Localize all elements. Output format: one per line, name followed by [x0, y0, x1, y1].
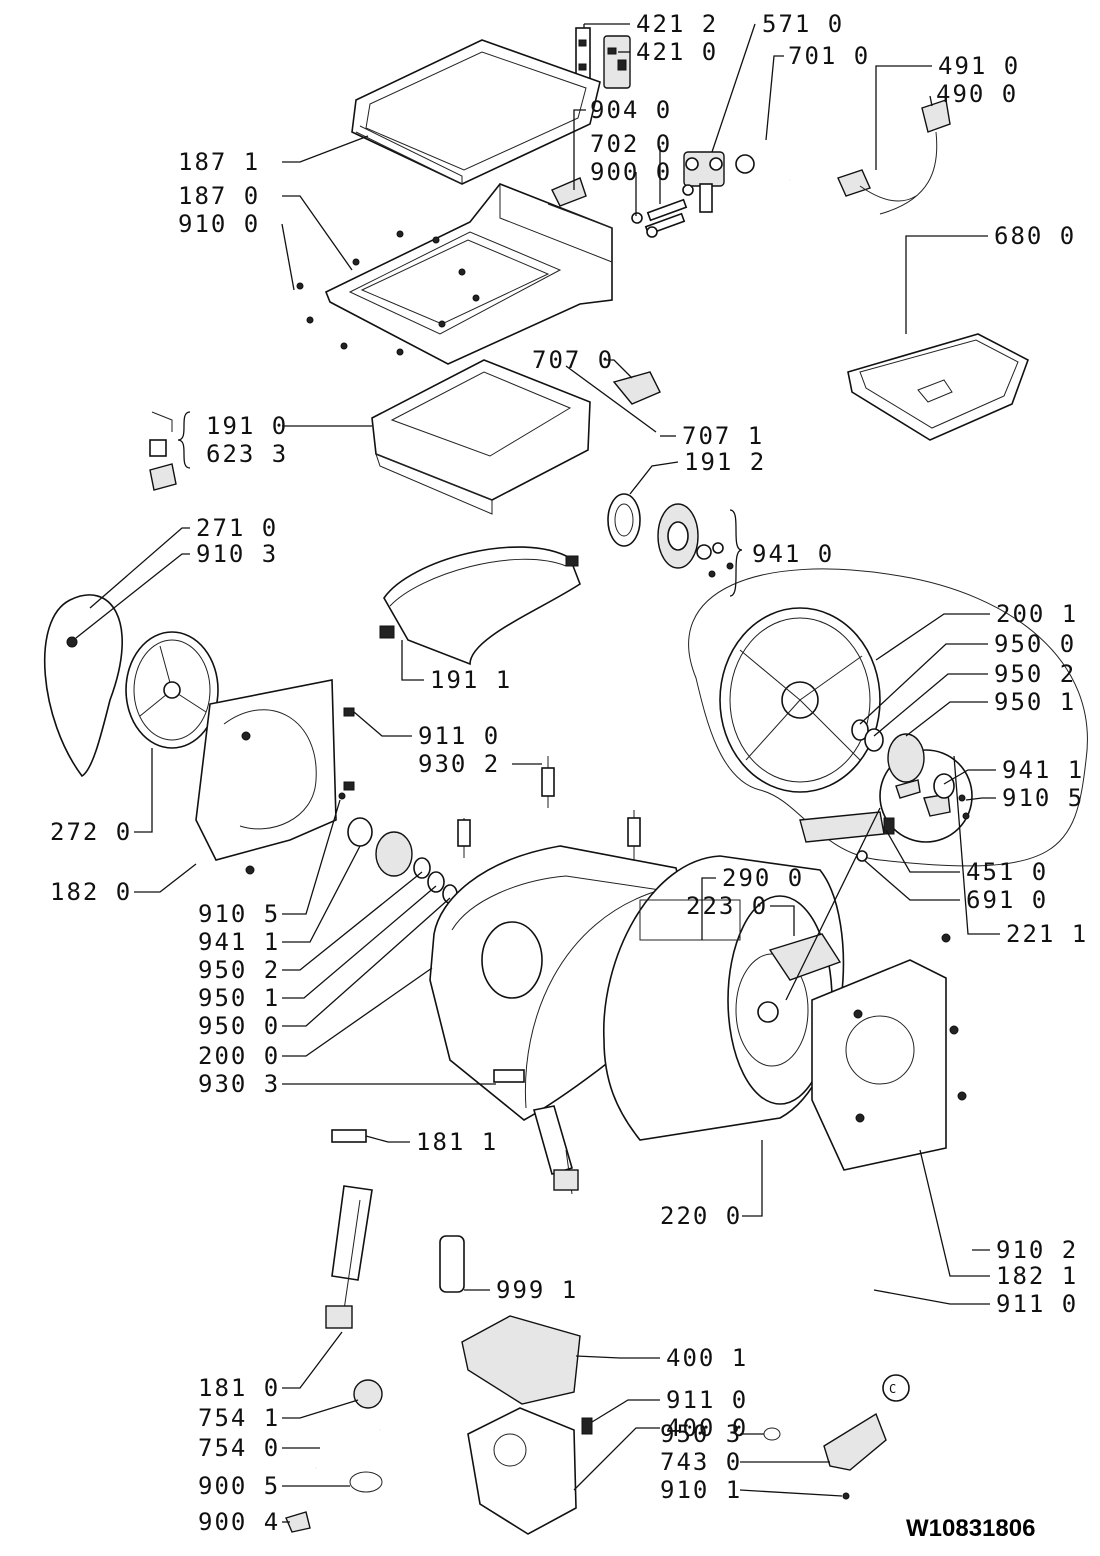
callout-451-0: 451 0 [966, 858, 1048, 886]
callout-200-1: 200 1 [996, 600, 1078, 628]
front-tub-cover [811, 933, 967, 1171]
callout-910-5-left: 910 5 [198, 900, 280, 928]
callout-labels: 421 2 421 0 571 0 701 0 491 0 490 0 904 … [50, 10, 1088, 1536]
shock-absorber-right [493, 1069, 579, 1195]
callout-707-0: 707 0 [532, 346, 614, 374]
callout-754-0: 754 0 [198, 1434, 280, 1462]
bolt [338, 707, 355, 800]
door-lock-assembly [575, 27, 631, 89]
callout-911-0-right: 911 0 [996, 1290, 1078, 1318]
callout-950-2-left: 950 2 [198, 956, 280, 984]
callout-490-0: 490 0 [936, 80, 1018, 108]
screw-set [296, 230, 480, 356]
dispenser-tray [847, 333, 1029, 441]
callout-181-0: 181 0 [198, 1374, 280, 1402]
callout-930-3: 930 3 [198, 1070, 280, 1098]
mains-cable [837, 99, 951, 215]
shock-absorber-left [325, 1129, 373, 1329]
callout-191-2: 191 2 [684, 448, 766, 476]
callout-950-2-top: 950 2 [994, 660, 1076, 688]
leader-lines [75, 23, 1000, 1523]
callout-571-0: 571 0 [762, 10, 844, 38]
filter-cartridge [439, 1235, 465, 1293]
front-bearing-set [347, 817, 458, 904]
callout-950-3: 950 3 [660, 1420, 742, 1448]
callout-290-0: 290 0 [722, 864, 804, 892]
callout-221-1: 221 1 [1006, 920, 1088, 948]
callout-707-1: 707 1 [682, 422, 764, 450]
callout-421-0: 421 0 [636, 38, 718, 66]
pump-unit [763, 1374, 910, 1500]
callout-911-0-bottom: 911 0 [666, 1386, 748, 1414]
bracket-part [551, 177, 587, 207]
callout-941-1-left: 941 1 [198, 928, 280, 956]
rear-tub-bubble [688, 568, 1088, 867]
pump-badge-letter: C [889, 1382, 896, 1396]
callout-900-4: 900 4 [198, 1508, 280, 1536]
callout-754-1: 754 1 [198, 1404, 280, 1432]
water-inlet-valve [682, 147, 794, 213]
callout-623-3: 623 3 [206, 440, 288, 468]
callout-701-0: 701 0 [788, 42, 870, 70]
motor-bracket-plate [461, 1315, 581, 1405]
callout-491-0: 491 0 [938, 52, 1020, 80]
callout-421-2: 421 2 [636, 10, 718, 38]
callout-910-2: 910 2 [996, 1236, 1078, 1264]
callout-900-5: 900 5 [198, 1472, 280, 1500]
callout-187-1: 187 1 [178, 148, 260, 176]
callout-930-2: 930 2 [418, 750, 500, 778]
callout-911-0-left: 911 0 [418, 722, 500, 750]
callout-691-0: 691 0 [966, 886, 1048, 914]
callout-941-1-right: 941 1 [1002, 756, 1084, 784]
callout-181-1: 181 1 [416, 1128, 498, 1156]
rear-tub-cover [195, 679, 337, 875]
drive-belt [44, 594, 123, 778]
callout-220-0: 220 0 [660, 1202, 742, 1230]
callout-910-0: 910 0 [178, 210, 260, 238]
callout-187-0: 187 0 [178, 182, 260, 210]
hinge-small-parts [149, 411, 177, 491]
callout-941-0: 941 0 [752, 540, 834, 568]
callout-400-1: 400 1 [666, 1344, 748, 1372]
callout-950-1-left: 950 1 [198, 984, 280, 1012]
drain-hose-set [285, 1379, 383, 1533]
callout-904-0: 904 0 [590, 96, 672, 124]
top-panel [324, 183, 613, 365]
drain-pump-motor [467, 1407, 593, 1535]
callout-910-3: 910 3 [196, 540, 278, 568]
callout-910-5-right: 910 5 [1002, 784, 1084, 812]
small-hose-set [631, 198, 688, 238]
callout-910-1: 910 1 [660, 1476, 742, 1504]
drawing-code: W10831806 [906, 1515, 1035, 1542]
callout-743-0: 743 0 [660, 1448, 742, 1476]
door-panel [379, 546, 581, 666]
top-lid-frame [351, 39, 601, 185]
callout-271-0: 271 0 [196, 514, 278, 542]
clip-and-rod [565, 365, 661, 433]
drum-lifter [768, 933, 842, 981]
callout-400-0: 400 0 [666, 1414, 748, 1442]
callout-191-1: 191 1 [430, 666, 512, 694]
callout-191-0: 191 0 [206, 412, 288, 440]
callout-950-1-top: 950 1 [994, 688, 1076, 716]
callout-223-0: 223 0 [686, 892, 768, 920]
callout-702-0: 702 0 [590, 130, 672, 158]
lid-frame [371, 359, 591, 515]
bearing-assembly [607, 493, 734, 578]
drum-pulley [125, 631, 219, 749]
callout-200-0: 200 0 [198, 1042, 280, 1070]
callout-182-1: 182 1 [996, 1262, 1078, 1290]
callout-900-0: 900 0 [590, 158, 672, 186]
callout-272-0: 272 0 [50, 818, 132, 846]
callout-950-0-left: 950 0 [198, 1012, 280, 1040]
callout-182-0: 182 0 [50, 878, 132, 906]
wash-drum [603, 855, 845, 1141]
callout-680-0: 680 0 [994, 222, 1076, 250]
callout-950-0-top: 950 0 [994, 630, 1076, 658]
callout-999-1: 999 1 [496, 1276, 578, 1304]
